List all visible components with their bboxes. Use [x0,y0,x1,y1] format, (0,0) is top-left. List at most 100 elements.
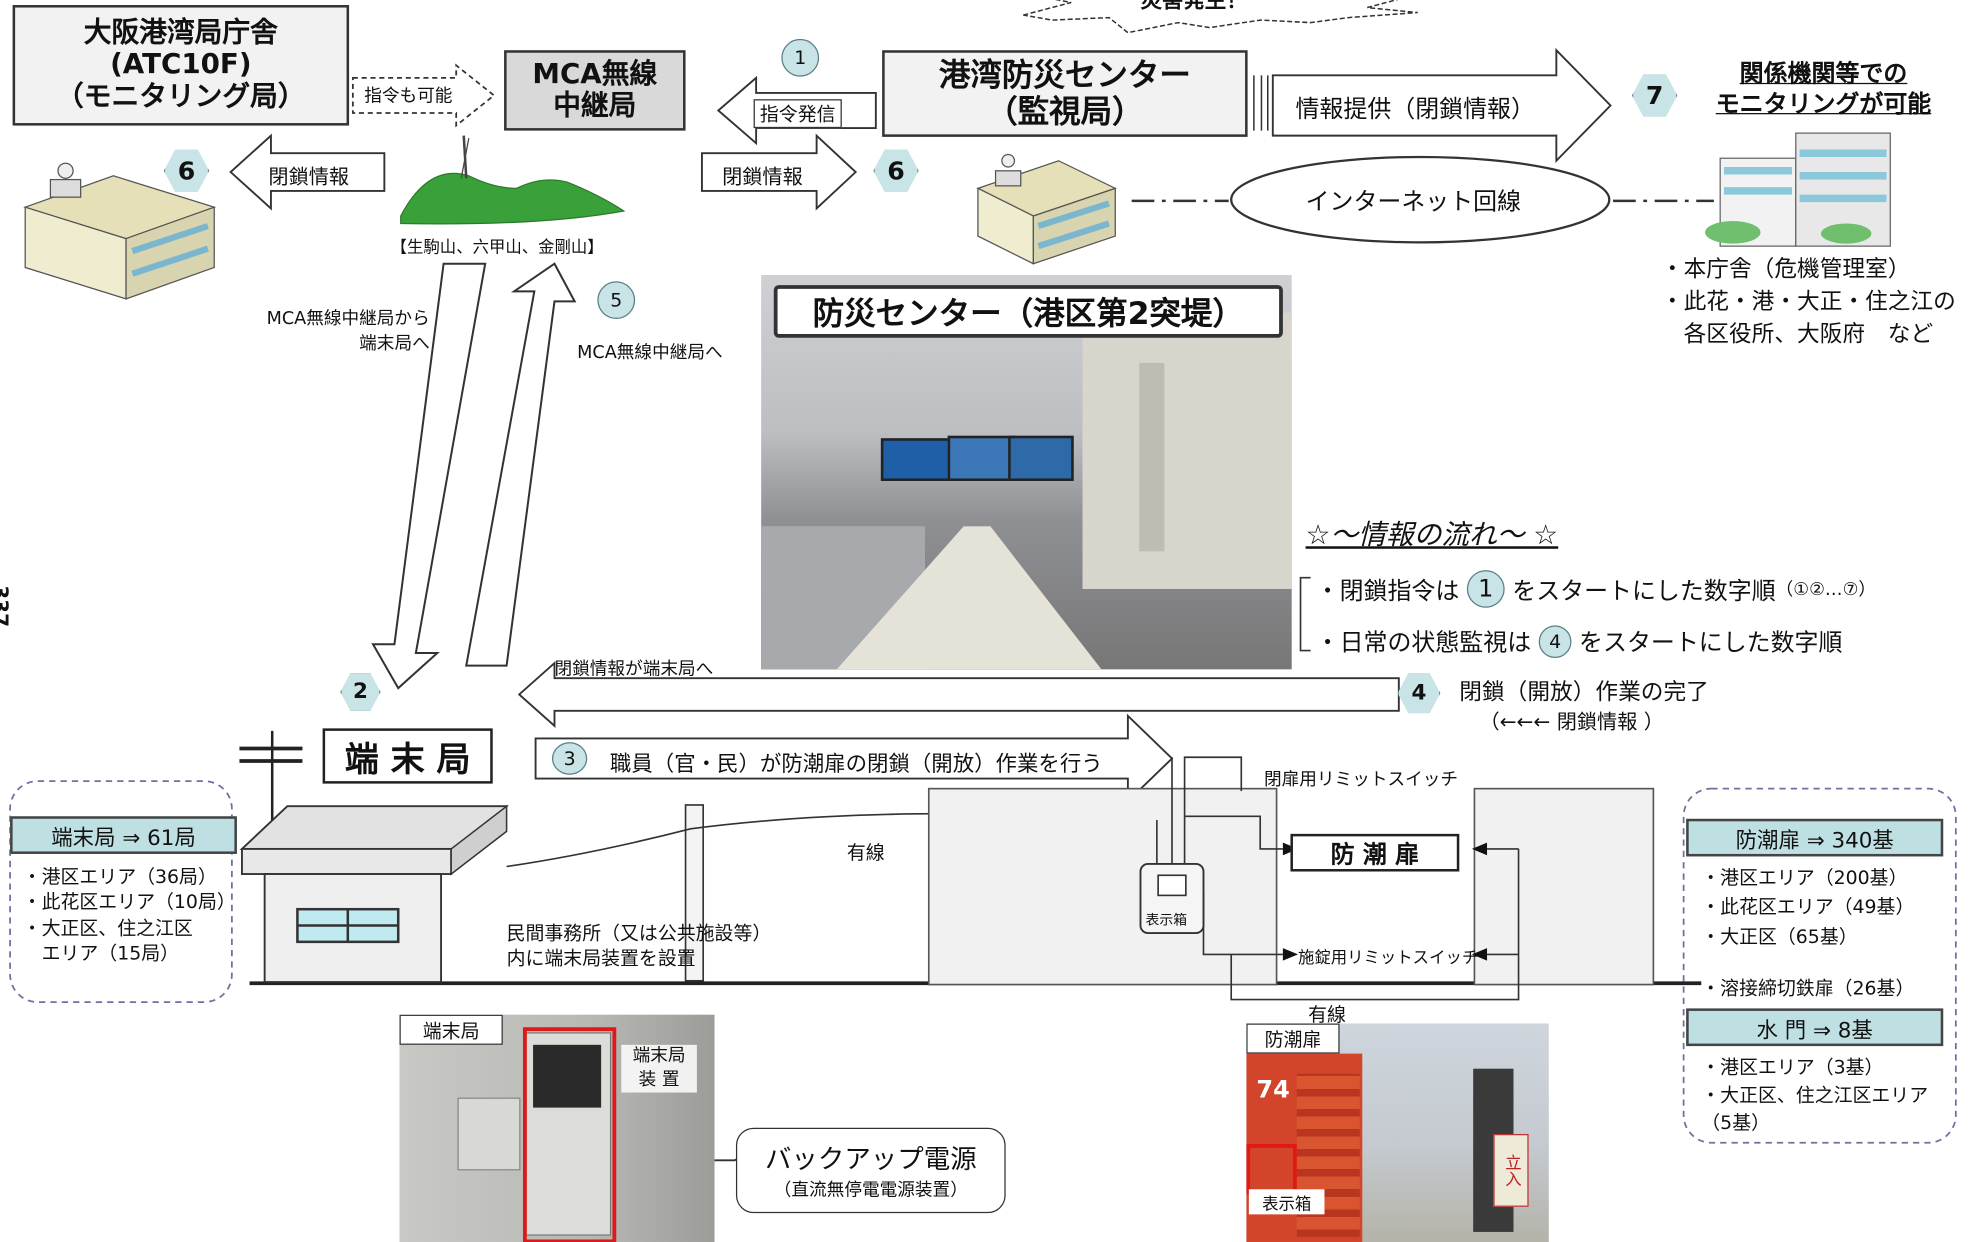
staff-action-arrow [534,713,1174,804]
gate-number: 74 [1256,1076,1290,1104]
tide-gate-label: 防 潮 扉 [1290,833,1460,872]
mca-to-terminal-arrow [371,262,487,690]
backup-power-callout: バックアップ電源 （直流無停電電源装置） [735,1127,1006,1214]
mca-line1: MCA無線 [532,58,658,91]
to-mca-label: MCA無線中継局へ [577,342,723,363]
agencies-item: 各区役所、大阪府 など [1660,321,1934,349]
closure-info-right-arrow [700,133,858,211]
flow-line1-pre: ・閉鎖指令は [1315,577,1460,605]
display-box-label: 表示箱 [1145,911,1188,929]
flow-title: ☆～情報の流れ～ ☆ [1305,519,1559,552]
flow-line2-num: 4 [1538,624,1572,658]
terminal-photo: 端末局 端末局 装 置 [399,1014,715,1242]
terminal-station-label: 端 末 局 [322,728,493,784]
welded-gate-note: ・溶接締切鉄扉（26基） [1701,977,1915,1000]
terminal-device-line2: 装 置 [638,1069,680,1090]
gate-count-title: 防潮扉 ⇒ 340基 [1686,818,1944,857]
disaster-label: 災害発生！ [1140,0,1248,14]
terminal-area-item: ・大正区、住之江区 [22,916,193,939]
center-line1: 港湾防災センター [938,56,1191,93]
closure-info-right-label: 閉鎖情報 [722,164,803,189]
mca-to-terminal-label: MCA無線中継局から 端末局へ [234,308,430,357]
backup-power-sub: （直流無停電電源装置） [773,1180,968,1201]
terminal-area-item: ・港区エリア（36局） [22,865,217,888]
osaka-bay-office-box: 大阪港湾局庁舎 (ATC10F) （モニタリング局） [12,5,350,126]
completion-line1: 閉鎖（開放）作業の完了 [1459,679,1709,706]
control-room-photo: 防災センター（港区第2突堤） [761,275,1292,670]
gate-photo: 74 立入 防潮扉 表示箱 [1246,1023,1549,1242]
port-disaster-center-box: 港湾防災センター （監視局） [882,50,1248,137]
agencies-title: 関係機関等での モニタリングが可能 [1704,60,1943,120]
mca-line2: 中継局 [553,90,637,122]
water-gate-title: 水 門 ⇒ 8基 [1686,1008,1944,1047]
agencies-title-line1: 関係機関等での [1739,60,1908,88]
control-room-title: 防災センター（港区第2突堤） [773,285,1283,338]
building-note-line2: 内に端末局装置を設置 [506,947,696,970]
gate-area-list: ・港区エリア（200基） ・此花区エリア（49基） ・大正区（65基） [1701,864,1914,952]
terminal-photo-title: 端末局 [399,1014,503,1045]
flow-line2-pre: ・日常の状態監視は [1315,629,1532,657]
center-line2: （監視局） [986,92,1144,129]
closure-to-terminal-arrow [517,660,1400,728]
closure-to-terminal-label: 閉鎖情報が端末局へ [554,659,714,680]
gate-display-box-label: 表示箱 [1248,1189,1325,1215]
terminal-device-line1: 端末局 [632,1046,686,1067]
office-line1: 大阪港湾局庁舎 [83,17,278,50]
step-6-left-badge: 6 [163,149,210,193]
flow-line-2: ・日常の状態監視は 4 をスタートにした数字順 [1315,624,1843,658]
gate-area-item: ・港区エリア（200基） [1701,866,1908,890]
to-mca-arrow [465,262,577,667]
order-possible-label: 指令も可能 [364,86,453,107]
step-1-badge: 1 [781,38,820,77]
mca-relay-box: MCA無線 中継局 [504,50,686,131]
agencies-title-line2: モニタリングが可能 [1715,90,1932,118]
info-provision-arrow [1271,47,1612,164]
wired-label-1: 有線 [846,841,885,864]
mca-to-terminal-line2: 端末局へ [359,333,430,354]
office-line3: （モニタリング局） [56,81,306,113]
step-5-badge: 5 [597,281,636,319]
terminal-area-item: ・此花区エリア（10局） [22,890,236,914]
building-note: 民間事務所（又は公共施設等） 内に端末局装置を設置 [507,921,772,972]
flow-line1-small: （①②…⑦） [1775,580,1877,601]
closure-info-left-arrow [229,133,386,211]
terminal-area-item: エリア（15局） [22,941,180,965]
step-3-badge: 3 [551,742,588,775]
step-6-right-badge: 6 [873,149,919,193]
gate-photo-title: 防潮扉 [1246,1023,1340,1054]
staff-action-label: 職員（官・民）が防潮扉の閉鎖（開放）作業を行う [609,752,1103,778]
mountains-label: 【生駒山、六甲山、金剛山】 [390,238,604,258]
info-provision-label: 情報提供（閉鎖情報） [1295,95,1535,124]
building-note-line1: 民間事務所（又は公共施設等） [506,921,772,945]
keep-out-sign: 立入 [1493,1133,1529,1207]
page-number: 337 [0,585,13,628]
water-gate-item: ・港区エリア（3基） [1701,1056,1884,1079]
lock-limit-switch-label: 施錠用リミットスイッチ [1298,949,1479,969]
water-gate-item: ・大正区、住之江区エリア [1701,1083,1929,1107]
flow-line2-post: をスタートにした数字順 [1579,629,1843,657]
agencies-item: ・本庁舎（危機管理室） [1660,256,1911,283]
terminal-area-list: ・港区エリア（36局） ・此花区エリア（10局） ・大正区、住之江区 エリア（1… [23,864,236,966]
flow-line1-num: 1 [1466,570,1505,608]
agencies-item: ・此花・港・大正・住之江の [1660,288,1956,316]
agencies-list: ・本庁舎（危機管理室） ・此花・港・大正・住之江の 各区役所、大阪府 など [1661,254,1956,352]
flow-line1-post: をスタートにした数字順 [1512,577,1776,605]
completion-label: 閉鎖（開放）作業の完了 （←←← 閉鎖情報 ） [1459,678,1709,736]
flow-line-1: ・閉鎖指令は 1 をスタートにした数字順 （①②…⑦） [1316,570,1876,608]
internet-ellipse [1230,155,1611,244]
office-line2: (ATC10F) [110,49,252,81]
water-gate-list: ・港区エリア（3基） ・大正区、住之江区エリア （5基） [1701,1055,1928,1137]
order-issue-label: 指令発信 [753,99,842,129]
closure-info-left-label: 閉鎖情報 [268,164,350,189]
close-limit-switch-label: 閉扉用リミットスイッチ [1263,769,1459,790]
backup-power-title: バックアップ電源 [764,1144,977,1175]
order-possible-arrow [351,63,496,128]
gate-area-item: ・此花区エリア（49基） [1701,895,1915,919]
completion-line2: （←←← 閉鎖情報 ） [1479,709,1664,734]
disaster-burst [1023,0,1418,34]
terminal-device-label: 端末局 装 置 [621,1044,697,1093]
terminal-count-title: 端末局 ⇒ 61局 [10,816,237,854]
water-gate-item: （5基） [1701,1110,1771,1134]
